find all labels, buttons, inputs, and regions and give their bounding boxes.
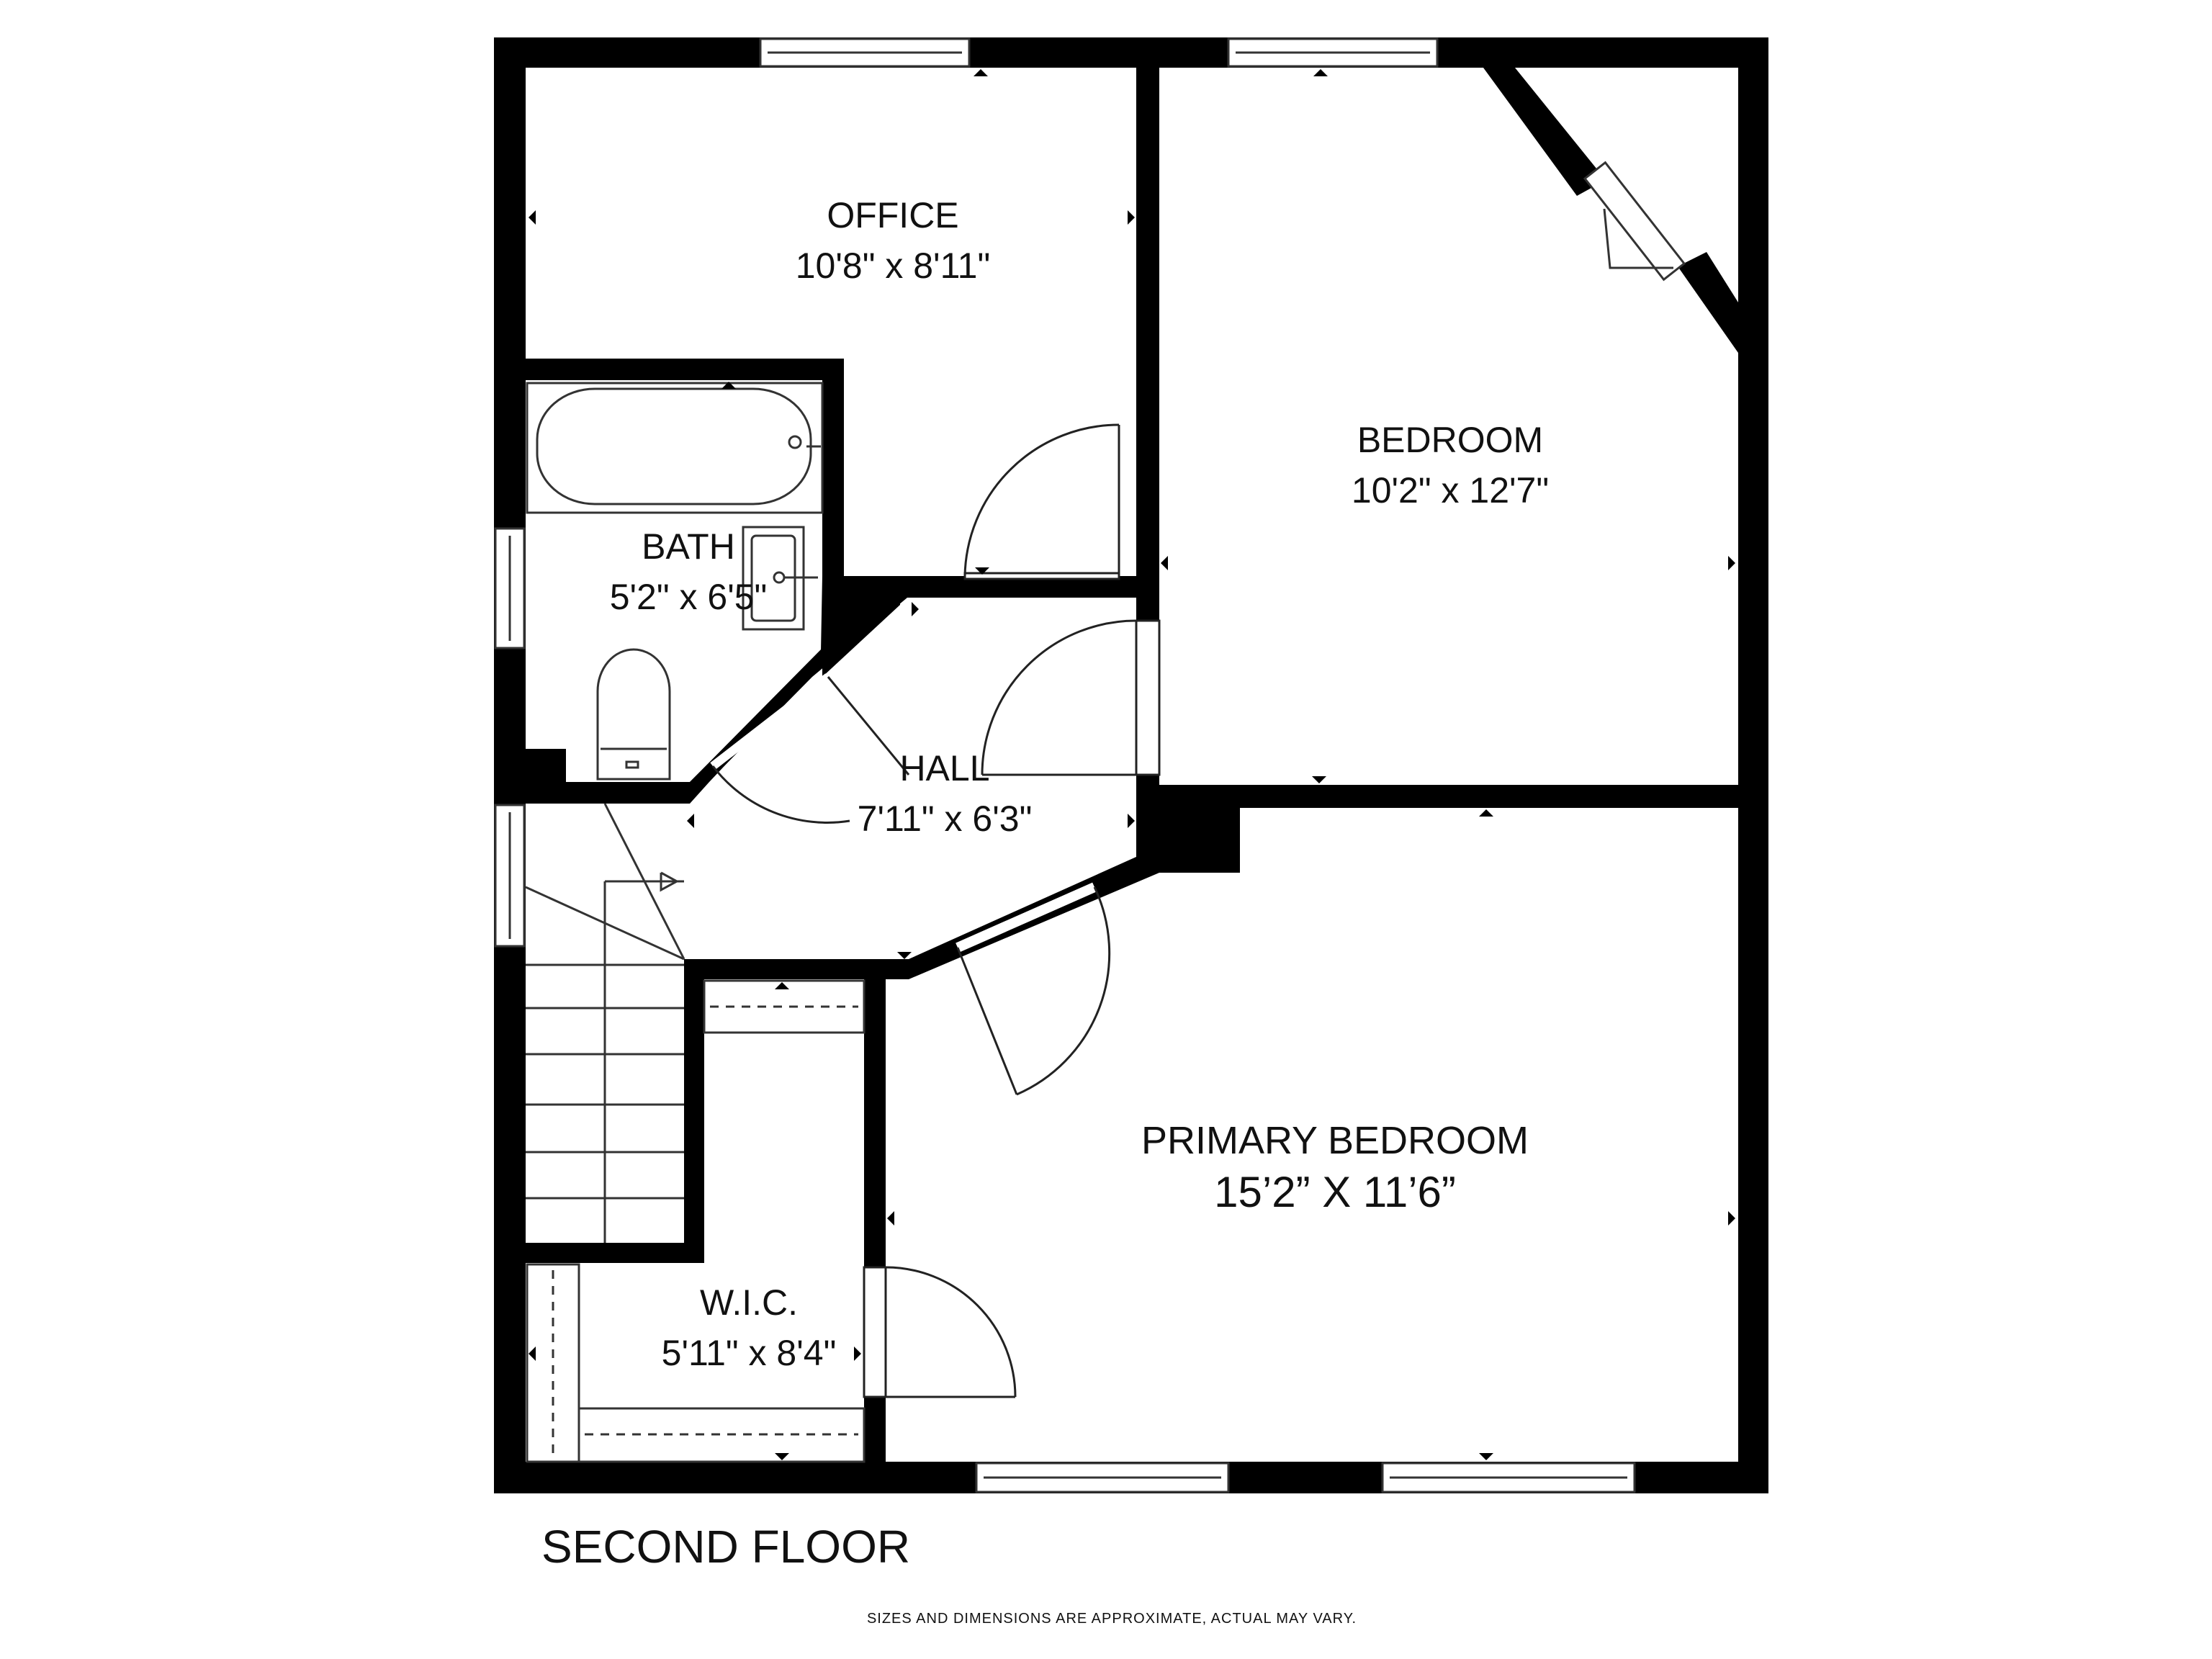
bedroom-name: BEDROOM [1357, 420, 1543, 460]
wall-bath-bottom [494, 782, 690, 804]
wall-wic-right [864, 959, 886, 1478]
door-primary [956, 882, 1111, 1096]
office-name: OFFICE [827, 195, 958, 235]
windows [494, 37, 1686, 1493]
bath-dims: 5'2" x 6'5" [610, 577, 768, 617]
window-bedroom-angled [1583, 161, 1686, 282]
wall-markers [529, 69, 1735, 1460]
door-office [963, 423, 1120, 580]
outer-wall-top [494, 37, 1767, 68]
hall-dims: 7'11" x 6'3" [858, 799, 1033, 839]
hall-name: HALL [899, 748, 989, 788]
floor-title: SECOND FLOOR [541, 1521, 910, 1573]
wall-bath-right [822, 359, 844, 598]
wall-stair-right [684, 959, 704, 1262]
closet-shelves [526, 979, 866, 1463]
door-bedroom [981, 619, 1161, 776]
outer-wall-left [494, 37, 526, 1493]
toilet [596, 648, 671, 781]
primary-bedroom-name: PRIMARY BEDROOM [1141, 1119, 1529, 1162]
door-bath [710, 673, 910, 824]
disclaimer: SIZES AND DIMENSIONS ARE APPROXIMATE, AC… [867, 1611, 1357, 1627]
doors [710, 423, 1161, 1398]
bath-name: BATH [642, 526, 735, 567]
bedroom-closet-nub [1603, 208, 1673, 269]
stairs [525, 803, 685, 1243]
wall-bath-corner [526, 749, 566, 782]
bathtub [526, 382, 824, 514]
fixtures [525, 208, 1673, 1463]
wall-stair-bottom [494, 1243, 704, 1263]
bathtub-basin [536, 387, 812, 505]
wall-bedroom-angled [1483, 68, 1606, 196]
walls [494, 37, 1768, 1493]
wic-dims: 5'11" x 8'4" [662, 1333, 837, 1373]
office-dims: 10'8" x 8'11" [796, 246, 991, 286]
wall-bedroom-primary [1136, 785, 1768, 808]
primary-bedroom-dims: 15’2” X 11’6” [1214, 1168, 1456, 1216]
wall-bath-top [494, 359, 844, 380]
door-wic [863, 1266, 1017, 1398]
bedroom-dims: 10'2" x 12'7" [1352, 470, 1549, 511]
outer-wall-right [1738, 37, 1768, 1493]
wall-bedroom-angled-2 [1678, 252, 1738, 353]
wic-name: W.I.C. [700, 1282, 798, 1323]
room-labels: OFFICE 10'8" x 8'11" BEDROOM 10'2" x 12'… [610, 195, 1549, 1373]
wall-hall-block [1136, 785, 1240, 873]
